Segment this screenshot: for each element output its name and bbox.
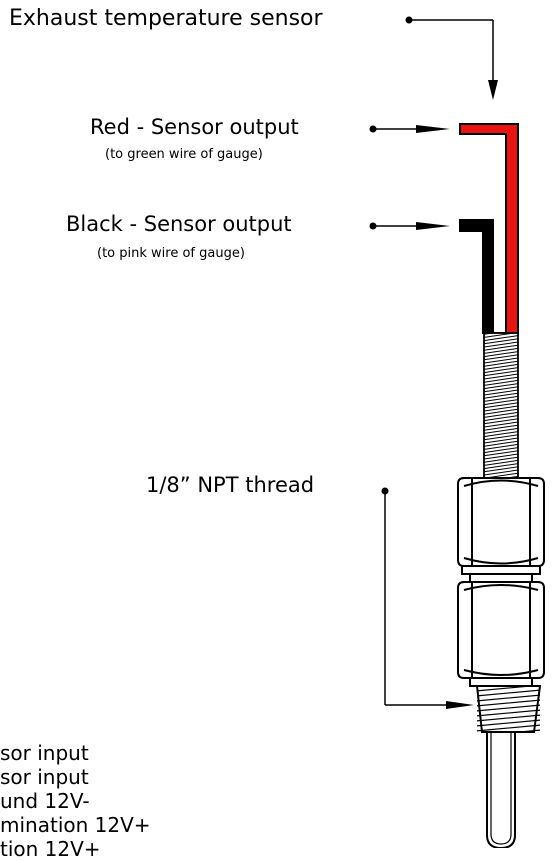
npt-thread-line: [477, 714, 540, 722]
exhaust-leader: [405, 16, 498, 100]
thread-line: [484, 367, 518, 374]
cutoff-line-5: tion 12V+: [0, 837, 101, 861]
thread-line: [484, 379, 518, 386]
thread-line: [484, 450, 518, 457]
thread-line: [484, 463, 518, 470]
thread-line: [484, 469, 518, 476]
red-leader: [369, 125, 450, 133]
thread-line: [484, 402, 518, 409]
thread-leader: [381, 487, 474, 709]
thread-line: [484, 443, 518, 450]
npt-thread-line: [477, 724, 540, 732]
thread-line: [484, 440, 518, 447]
cutoff-line-2: sor input: [0, 765, 89, 789]
nut-neck: [469, 677, 533, 687]
thread-line: [484, 332, 518, 338]
npt-thread-label: 1/8” NPT thread: [146, 473, 315, 497]
thread-line: [484, 427, 518, 434]
thread-line: [484, 405, 518, 412]
thread-line: [484, 354, 518, 361]
thread-line: [484, 332, 503, 335]
thread-line: [484, 357, 518, 364]
black-wire-label: Black - Sensor output: [66, 212, 292, 236]
npt-fitting: [475, 685, 542, 733]
cutoff-line-3: und 12V-: [0, 789, 90, 813]
probe-tube: [486, 733, 516, 848]
black-leader: [369, 222, 450, 230]
lower-hex-nut: [457, 581, 545, 679]
thread-line: [484, 415, 518, 422]
thread-line: [484, 347, 518, 354]
npt-thread-line: [477, 685, 540, 692]
threaded-shaft: [483, 332, 519, 479]
red-wire-label: Red - Sensor output: [90, 115, 299, 139]
cutoff-line-1: sor input: [0, 741, 89, 765]
washer: [461, 565, 541, 583]
thread-line: [484, 395, 518, 402]
thread-line: [484, 431, 518, 438]
thread-line: [484, 408, 518, 415]
thread-line: [484, 399, 518, 406]
thread-line: [484, 360, 518, 367]
exhaust-sensor-label: Exhaust temperature sensor: [9, 6, 323, 31]
thread-line: [484, 389, 518, 396]
thread-line: [484, 341, 518, 348]
thread-line: [484, 370, 518, 377]
thread-line: [484, 434, 518, 441]
thread-line: [484, 335, 518, 342]
npt-thread-line: [477, 699, 540, 707]
black-wire: [459, 219, 494, 334]
npt-thread-line: [477, 709, 540, 717]
thread-line: [484, 456, 518, 463]
thread-line: [484, 437, 518, 444]
thread-line: [484, 459, 518, 466]
thread-line: [484, 392, 518, 399]
thread-line: [484, 411, 518, 418]
thread-line: [484, 338, 518, 345]
black-wire-note: (to pink wire of gauge): [97, 246, 245, 261]
cutoff-line-4: mination 12V+: [0, 813, 151, 837]
thread-line: [484, 373, 518, 380]
red-wire-note: (to green wire of gauge): [105, 147, 263, 162]
thread-line: [484, 421, 518, 428]
npt-thread-line: [477, 694, 540, 702]
thread-line: [484, 351, 518, 358]
thread-line: [484, 383, 518, 390]
thread-line: [484, 363, 518, 370]
upper-hex-nut: [457, 477, 545, 567]
thread-line: [484, 447, 518, 454]
thread-line: [484, 424, 518, 431]
thread-line: [484, 453, 518, 460]
thread-line: [484, 344, 518, 351]
thread-line: [484, 386, 518, 393]
npt-thread-line: [477, 704, 540, 712]
thread-line: [484, 376, 518, 383]
thread-line: [484, 466, 518, 473]
npt-thread-line: [477, 689, 540, 697]
thread-line: [484, 418, 518, 425]
npt-thread-line: [477, 719, 540, 727]
